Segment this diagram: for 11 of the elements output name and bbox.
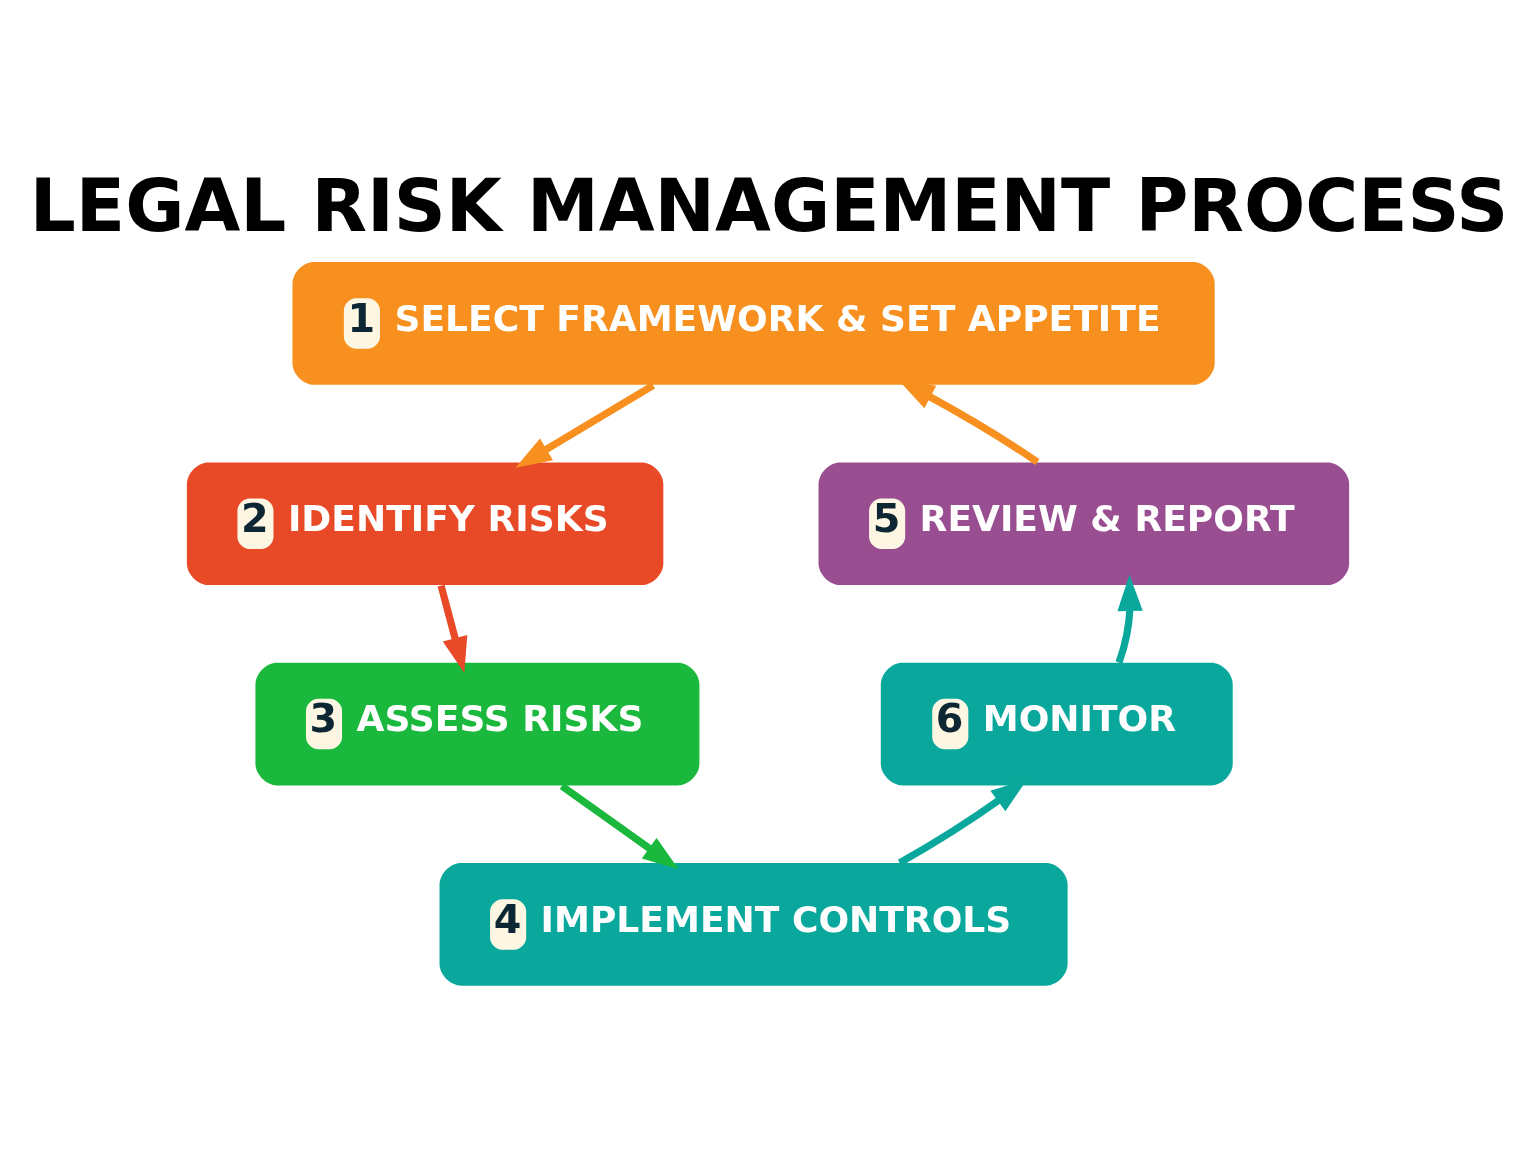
arrow	[1115, 574, 1143, 664]
diagram-title: LEGAL RISK MANAGEMENT PROCESS	[29, 164, 1509, 249]
arrow	[437, 584, 468, 674]
node-box: 4 IMPLEMENT CONTROLS	[439, 863, 1068, 986]
node-box: 1 SELECT FRAMEWORK & SET APPETITE	[292, 262, 1215, 385]
arrow	[515, 382, 656, 468]
node-box: 5 REVIEW & REPORT	[818, 462, 1350, 586]
node-box: 3 ASSESS RISKS	[255, 662, 700, 786]
node-box: 2 IDENTIFY RISKS	[186, 462, 664, 586]
node-box: 6 MONITOR	[880, 662, 1233, 786]
arrow	[559, 783, 679, 870]
